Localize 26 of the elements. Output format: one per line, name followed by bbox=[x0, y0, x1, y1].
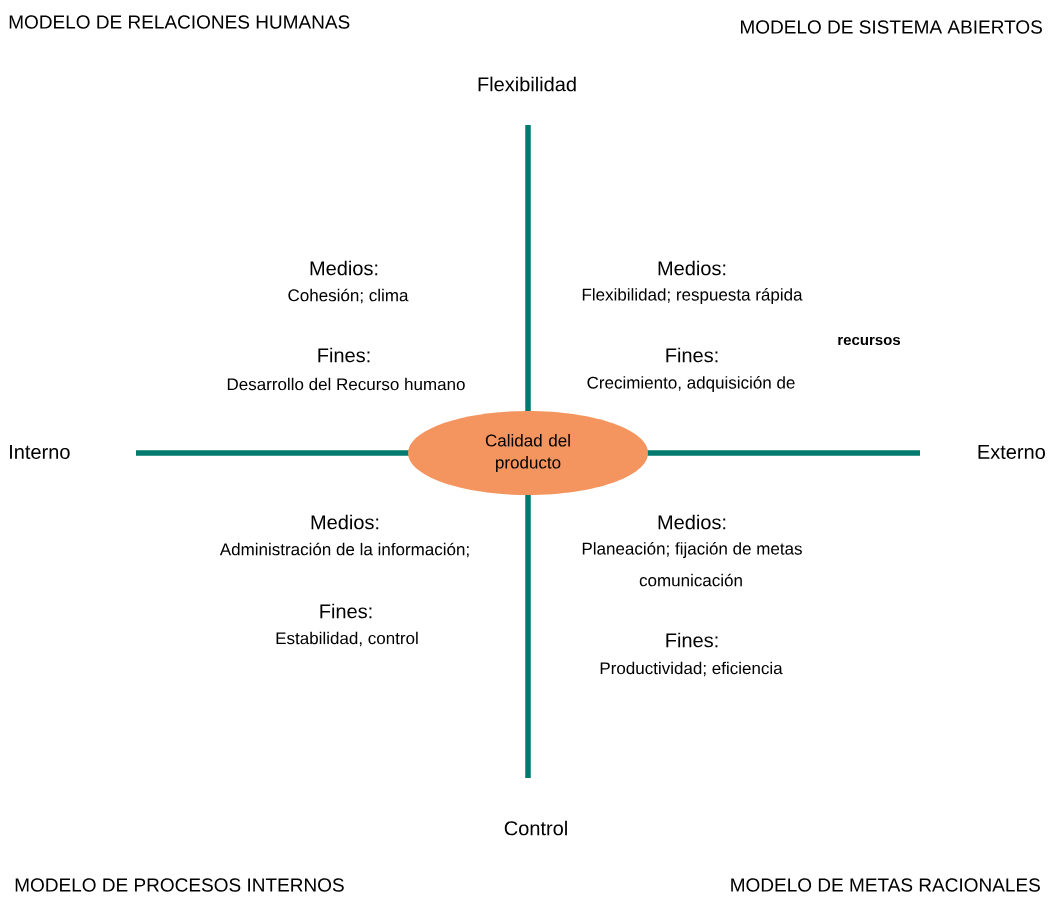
label-text: recursos bbox=[838, 336, 901, 346]
label-text: Crecimiento, adquisición de bbox=[587, 376, 795, 393]
label-text: Medios: bbox=[310, 260, 378, 276]
label-text: Medios: bbox=[311, 514, 379, 530]
label-text: Estabilidad, control bbox=[276, 631, 418, 647]
label-text: Administración de la información; bbox=[219, 542, 469, 558]
label-text: Cohesión; clima bbox=[288, 288, 409, 304]
label-text: Fines: bbox=[318, 347, 370, 363]
label-text: MODELO DE RELACIONES HUMANAS bbox=[9, 15, 350, 29]
label-text: Medios: bbox=[658, 514, 726, 530]
label-text: Fines: bbox=[666, 347, 718, 363]
label-text: Externo bbox=[978, 445, 1045, 459]
label-text: Desarrollo del Recurso humano bbox=[227, 377, 465, 391]
label-text: Medios: bbox=[658, 260, 726, 276]
label-text: MODELO DE SISTEMA ABIERTOS bbox=[741, 20, 1042, 34]
label-text: comunicación bbox=[639, 573, 742, 587]
label-text: Planeación; fijación de metas bbox=[582, 542, 802, 559]
label-text: Productividad; eficiencia bbox=[600, 661, 783, 677]
label-text: Flexibilidad bbox=[478, 76, 576, 92]
label-text: MODELO DE METAS RACIONALES bbox=[731, 878, 1040, 892]
label-text: Control bbox=[504, 820, 567, 836]
label-text: Interno bbox=[10, 445, 70, 459]
label-text: Fines: bbox=[666, 632, 718, 648]
label-text: MODELO DE PROCESOS INTERNOS bbox=[15, 878, 344, 892]
label-text: Fines: bbox=[320, 603, 372, 619]
label-text: Flexibilidad; respuesta rápida bbox=[582, 288, 803, 305]
